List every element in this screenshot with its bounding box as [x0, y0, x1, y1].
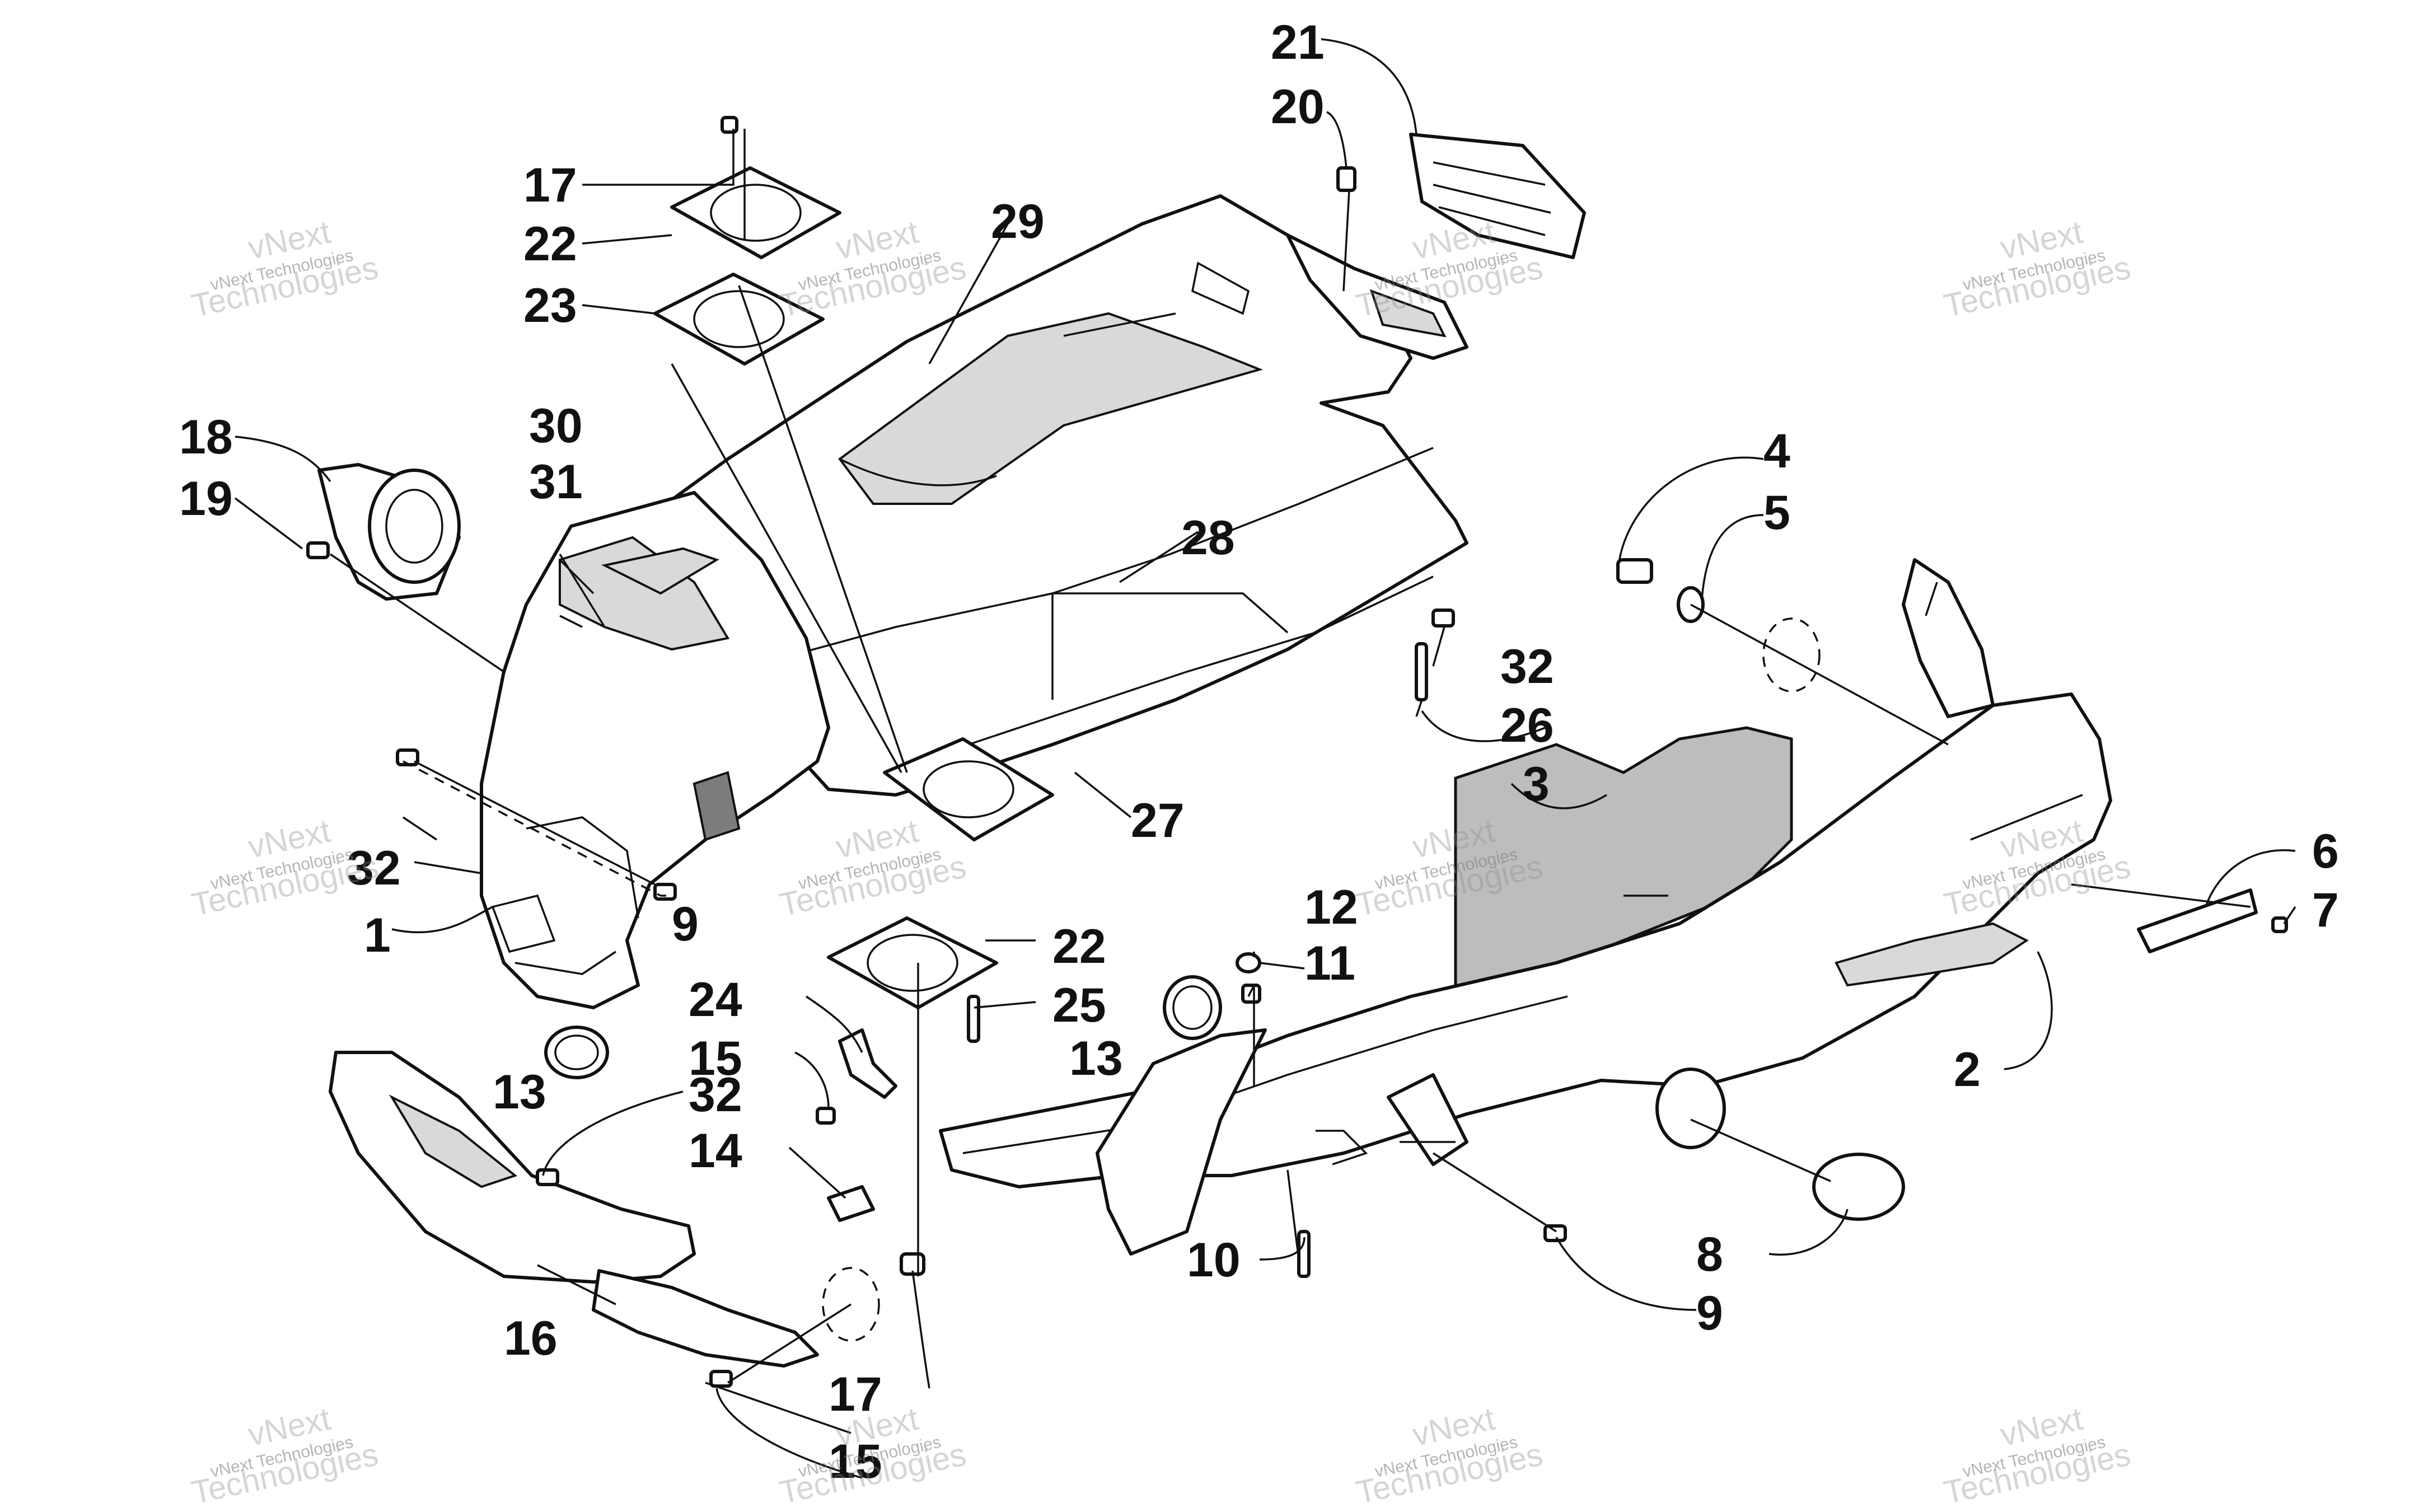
- callout-8: 8: [1696, 1228, 1723, 1281]
- callout-26: 26: [1500, 699, 1554, 752]
- watermark: vNext Technologies vNext Technologies: [189, 813, 382, 924]
- clip-part: [827, 1185, 875, 1222]
- callout-12: 12: [1304, 881, 1358, 934]
- callout-32-left: 32: [347, 841, 401, 895]
- callout-2: 2: [1954, 1043, 1981, 1097]
- leader-lines: [234, 38, 2296, 1479]
- callout-20: 20: [1271, 80, 1325, 134]
- clamp-left-part: [544, 1026, 609, 1079]
- callout-6: 6: [2312, 825, 2339, 878]
- callout-4: 4: [1763, 424, 1790, 478]
- callout-27: 27: [1131, 794, 1185, 848]
- right-side-panel-part: [939, 558, 2112, 1256]
- hidden-hole-indicators: [822, 617, 1821, 1342]
- callout-19: 19: [179, 472, 233, 526]
- watermark: vNext Technologies vNext Technologies: [1941, 1401, 2134, 1511]
- watermark: vNext Technologies vNext Technologies: [1941, 214, 2134, 325]
- callout-21: 21: [1271, 16, 1325, 69]
- boot-bellows-part: [317, 463, 461, 601]
- callout-16: 16: [504, 1312, 558, 1365]
- callout-28: 28: [1181, 511, 1235, 565]
- watermark: vNext Technologies vNext Technologies: [189, 1401, 382, 1511]
- watermark: vNext Technologies vNext Technologies: [1353, 1401, 1546, 1511]
- callout-24: 24: [689, 973, 742, 1027]
- mounting-plate-lower-part: [827, 916, 998, 1009]
- callout-7: 7: [2312, 883, 2339, 937]
- callout-17-top: 17: [523, 158, 577, 212]
- mounting-plate-middle-part: [653, 273, 825, 366]
- callout-13-left: 13: [493, 1065, 546, 1119]
- bracket-part: [838, 1028, 897, 1099]
- clamp-right-part: [1163, 975, 1222, 1040]
- callout-30: 30: [529, 399, 583, 453]
- bumper-guard-part: [329, 1051, 819, 1368]
- callout-13-right: 13: [1069, 1032, 1123, 1085]
- belly-pan-part: [603, 194, 1468, 797]
- callout-14: 14: [689, 1124, 742, 1178]
- watermark: vNext Technologies vNext Technologies: [776, 1401, 970, 1511]
- callout-11: 11: [1304, 937, 1355, 990]
- watermark: vNext Technologies vNext Technologies: [776, 813, 970, 924]
- callout-5: 5: [1763, 486, 1790, 540]
- callout-29: 29: [991, 195, 1045, 249]
- side-vent-part: [1286, 233, 1468, 360]
- callout-17-bottom: 17: [829, 1368, 882, 1421]
- callout-18: 18: [179, 410, 233, 464]
- callout-32-right: 32: [1500, 640, 1554, 694]
- mounting-plate-upper-part: [670, 166, 841, 259]
- callout-9-left: 9: [672, 897, 699, 951]
- callout-23: 23: [523, 279, 577, 333]
- callout-10: 10: [1187, 1233, 1241, 1287]
- left-side-panel-part: [480, 491, 830, 1009]
- floor-plate-part: [883, 737, 1054, 841]
- watermark: vNext Technologies vNext Technologies: [189, 214, 382, 325]
- callout-3: 3: [1523, 757, 1550, 811]
- callout-25: 25: [1052, 979, 1106, 1032]
- callout-9-right: 9: [1696, 1286, 1723, 1340]
- callout-1: 1: [364, 909, 391, 962]
- callout-32-bottom: 32: [689, 1068, 742, 1122]
- vent-grille-part: [1409, 133, 1586, 259]
- callout-15-top: 15: [689, 1032, 742, 1085]
- callout-15-bottom: 15: [829, 1435, 882, 1488]
- callout-labels: 21 20 17 22 23 29 18 19 30 31 28 4 5 32 …: [179, 16, 2339, 1488]
- plug-cap-part: [1812, 1153, 1905, 1221]
- callout-22-lower: 22: [1052, 920, 1106, 973]
- callout-22-top: 22: [523, 217, 577, 271]
- callout-31: 31: [529, 455, 583, 509]
